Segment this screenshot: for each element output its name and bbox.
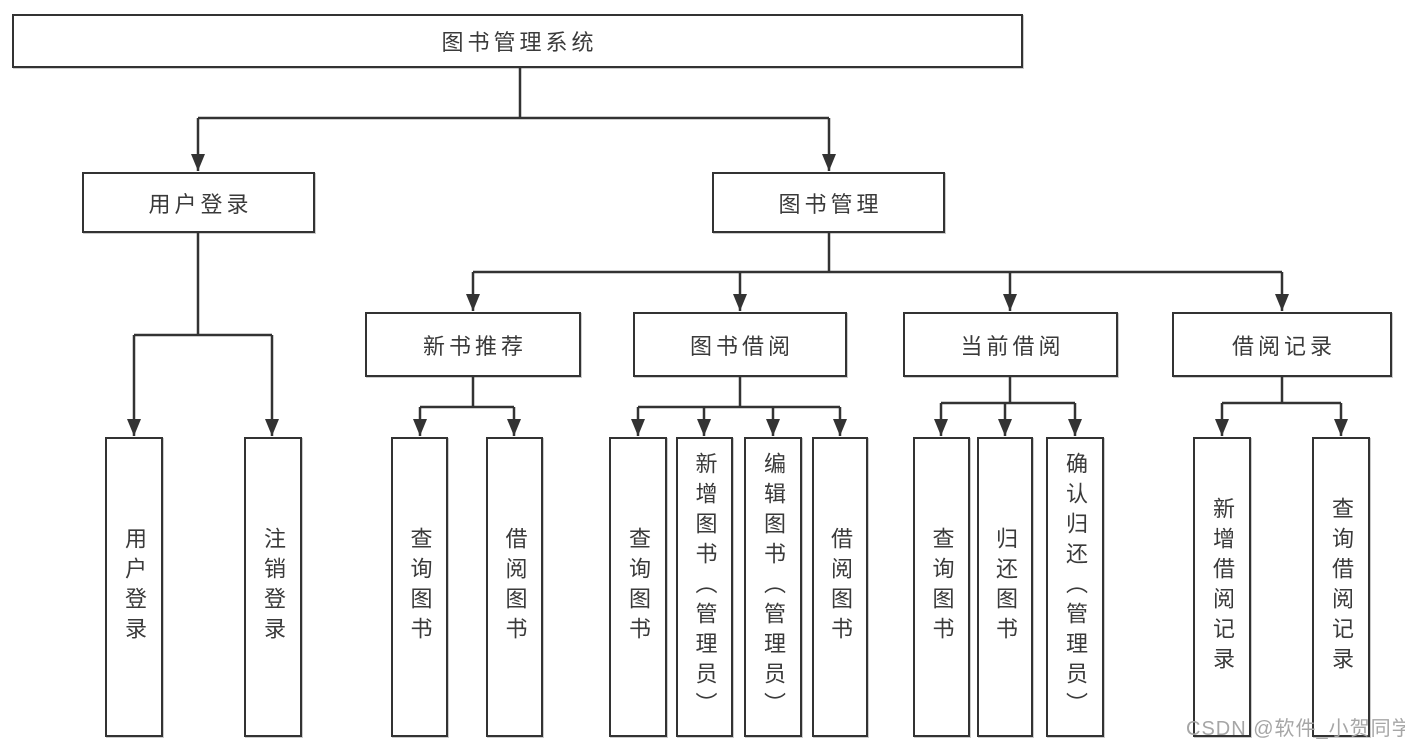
node-user-login: 用户登录 bbox=[82, 172, 315, 233]
leaf-borrow-books: 借阅图书 bbox=[812, 437, 868, 737]
node-label: 借阅图书 bbox=[828, 527, 853, 647]
node-label: 新增图书（管理员） bbox=[692, 452, 718, 722]
connector-skeleton bbox=[134, 68, 1341, 409]
leaf-query-books-recommend: 查询图书 bbox=[391, 437, 448, 737]
node-label: 新增借阅记录 bbox=[1210, 497, 1235, 677]
node-label: 图书管理系统 bbox=[441, 30, 598, 55]
node-label: 图书管理 bbox=[778, 191, 883, 217]
node-current-borrowing: 当前借阅 bbox=[903, 312, 1118, 377]
node-label: 用户登录 bbox=[122, 527, 147, 647]
leaf-query-books-current: 查询图书 bbox=[913, 437, 970, 737]
node-library-management-system: 图书管理系统 bbox=[12, 14, 1023, 68]
node-book-management: 图书管理 bbox=[712, 172, 945, 233]
leaf-query-borrow-record: 查询借阅记录 bbox=[1312, 437, 1370, 737]
leaf-logout: 注销登录 bbox=[244, 437, 302, 737]
leaf-edit-book-admin: 编辑图书（管理员） bbox=[744, 437, 802, 737]
node-borrowing-records: 借阅记录 bbox=[1172, 312, 1392, 377]
node-label: 查询图书 bbox=[929, 527, 955, 647]
node-new-book-recommendation: 新书推荐 bbox=[365, 312, 581, 377]
leaf-add-borrow-record: 新增借阅记录 bbox=[1193, 437, 1251, 737]
leaf-return-book: 归还图书 bbox=[977, 437, 1033, 737]
leaf-confirm-return-admin: 确认归还（管理员） bbox=[1046, 437, 1104, 737]
arrow-connectors bbox=[127, 118, 1348, 436]
node-label: 查询图书 bbox=[407, 527, 433, 647]
node-book-borrowing: 图书借阅 bbox=[633, 312, 847, 377]
leaf-user-login: 用户登录 bbox=[105, 437, 163, 737]
leaf-add-book-admin: 新增图书（管理员） bbox=[676, 437, 733, 737]
node-label: 归还图书 bbox=[993, 527, 1018, 647]
node-label: 查询借阅记录 bbox=[1329, 497, 1354, 677]
leaf-borrow-books-recommend: 借阅图书 bbox=[486, 437, 543, 737]
node-label: 查询图书 bbox=[626, 527, 651, 647]
node-label: 图书借阅 bbox=[689, 333, 794, 359]
node-label: 编辑图书（管理员） bbox=[761, 452, 786, 722]
csdn-watermark: CSDN @软件_小贺同学 bbox=[1186, 718, 1405, 740]
node-label: 新书推荐 bbox=[422, 333, 527, 359]
node-label: 借阅图书 bbox=[502, 527, 528, 647]
leaf-query-books-borrowing: 查询图书 bbox=[609, 437, 667, 737]
node-label: 当前借阅 bbox=[960, 333, 1065, 359]
node-label: 用户登录 bbox=[148, 191, 253, 217]
node-label: 注销登录 bbox=[261, 527, 286, 647]
node-label: 借阅记录 bbox=[1231, 333, 1336, 359]
node-label: 确认归还（管理员） bbox=[1063, 452, 1088, 722]
